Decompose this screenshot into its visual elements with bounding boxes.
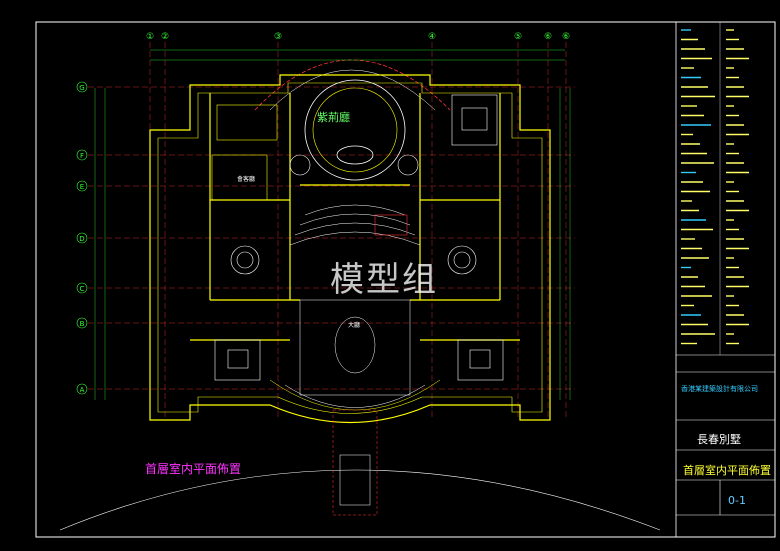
title-block-notes xyxy=(681,29,749,345)
grid-label-left: E xyxy=(80,183,84,191)
room-label-rotunda: 紫荊廳 xyxy=(317,111,350,124)
grid-label-top: ⑥ xyxy=(544,32,552,42)
grid-label-left: F xyxy=(80,152,84,160)
grid-label-left: D xyxy=(79,235,84,243)
grid-label-top: ④ xyxy=(428,32,436,42)
grid-bubble xyxy=(76,232,88,244)
plan-caption: 首層室内平面佈置 xyxy=(145,462,242,476)
room-label-guest: 大廳 xyxy=(348,322,361,329)
dimension-lines xyxy=(94,49,571,400)
grid-bubble xyxy=(76,282,88,294)
company-name: 香港某建築設計有限公司 xyxy=(681,385,758,393)
grid-label-left: B xyxy=(80,320,85,328)
grid-bubble xyxy=(76,180,88,192)
grid-label-top: ⑤ xyxy=(514,32,522,42)
drawing-title: 首層室内平面佈置 xyxy=(683,464,771,477)
sheet-number: 0-1 xyxy=(728,494,746,507)
grid-label-left: A xyxy=(80,386,85,394)
grid-label-top: ③ xyxy=(274,32,282,42)
building-walls xyxy=(149,74,551,424)
grid-bubble xyxy=(76,81,88,93)
grid-label-left: C xyxy=(80,285,85,293)
grid-label-top: ② xyxy=(161,32,169,42)
title-block xyxy=(675,21,776,538)
grid-bubble xyxy=(76,383,88,395)
furniture xyxy=(211,94,504,381)
grid-bubble xyxy=(76,317,88,329)
grid-bubble xyxy=(76,149,88,161)
grid-label-top: ① xyxy=(146,32,154,42)
watermark-text: 模型组 xyxy=(330,260,438,300)
grid-label-left: G xyxy=(79,84,84,92)
grid-label-top: ⑥ xyxy=(562,32,570,42)
rotunda xyxy=(304,79,406,181)
room-label-hall: 會客廳 xyxy=(237,176,256,183)
grand-hall xyxy=(269,204,441,516)
project-name: 長春別墅 xyxy=(697,433,741,446)
